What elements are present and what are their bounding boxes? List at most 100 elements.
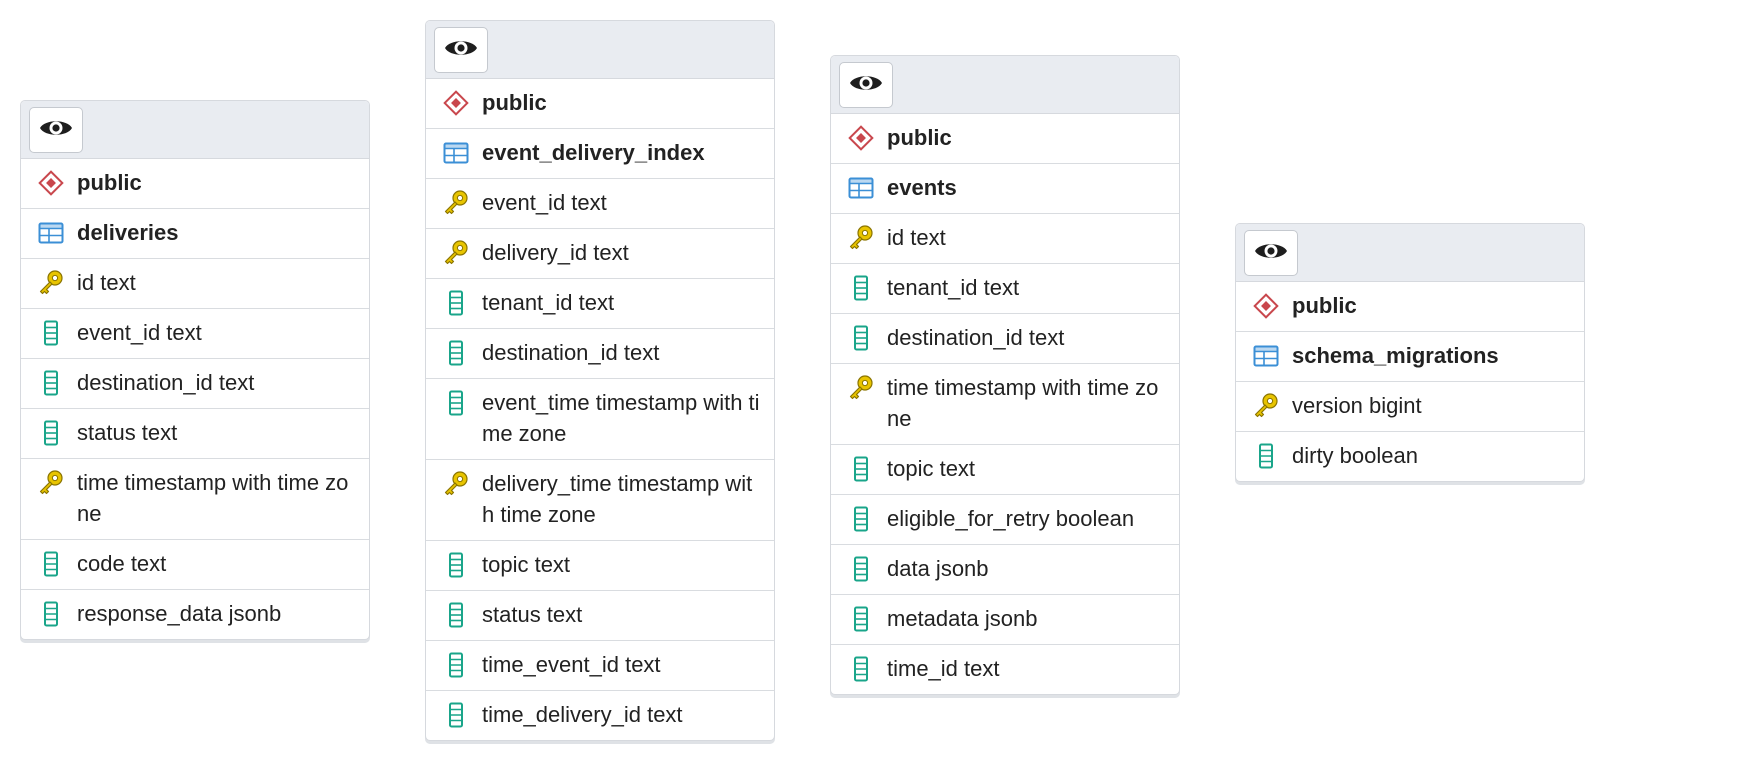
column-row[interactable]: metadata jsonb	[831, 595, 1179, 645]
column-row[interactable]: eligible_for_retry boolean	[831, 495, 1179, 545]
column-row[interactable]: code text	[21, 540, 369, 590]
column-row-label: topic text	[482, 552, 571, 577]
column-row[interactable]: event_id text	[21, 309, 369, 359]
table-node-header	[21, 101, 369, 159]
table-icon	[442, 139, 470, 167]
column-row-label: event_time timestamp with time zone	[482, 390, 760, 446]
table-icon	[37, 219, 65, 247]
column-row-label: time timestamp with time zone	[887, 375, 1159, 431]
column-icon	[442, 289, 470, 317]
table-name-row-label: event_delivery_index	[482, 140, 705, 165]
column-row[interactable]: response_data jsonb	[21, 590, 369, 639]
column-row-label: delivery_id text	[482, 240, 629, 265]
column-row[interactable]: time timestamp with time zone	[831, 364, 1179, 445]
table-icon	[1252, 342, 1280, 370]
eye-icon	[849, 72, 883, 99]
table-name-row-label: deliveries	[77, 220, 179, 245]
key-icon	[847, 374, 875, 402]
column-icon	[37, 319, 65, 347]
column-row[interactable]: status text	[21, 409, 369, 459]
column-row-label: data jsonb	[887, 556, 989, 581]
column-row[interactable]: time_delivery_id text	[426, 691, 774, 740]
column-row[interactable]: event_time timestamp with time zone	[426, 379, 774, 460]
eye-icon	[39, 117, 73, 144]
schema-icon	[37, 169, 65, 197]
column-icon	[37, 600, 65, 628]
column-row-label: event_id text	[482, 190, 607, 215]
eye-icon	[1254, 240, 1288, 267]
schema-row-label: public	[482, 90, 547, 115]
schema-row[interactable]: public	[831, 114, 1179, 164]
column-row-label: time_id text	[887, 656, 1000, 681]
column-row[interactable]: id text	[831, 214, 1179, 264]
table-name-row[interactable]: deliveries	[21, 209, 369, 259]
column-row[interactable]: time_id text	[831, 645, 1179, 694]
key-icon	[442, 189, 470, 217]
schema-row[interactable]: public	[426, 79, 774, 129]
column-row[interactable]: destination_id text	[831, 314, 1179, 364]
column-icon	[37, 369, 65, 397]
schema-icon	[442, 89, 470, 117]
column-row[interactable]: time timestamp with time zone	[21, 459, 369, 540]
column-row[interactable]: topic text	[426, 541, 774, 591]
column-row[interactable]: delivery_id text	[426, 229, 774, 279]
column-row[interactable]: status text	[426, 591, 774, 641]
column-icon	[37, 419, 65, 447]
table-name-row[interactable]: events	[831, 164, 1179, 214]
schema-row[interactable]: public	[21, 159, 369, 209]
toggle-visibility-button[interactable]	[434, 27, 488, 73]
column-row[interactable]: destination_id text	[426, 329, 774, 379]
column-row-label: destination_id text	[482, 340, 660, 365]
column-row[interactable]: event_id text	[426, 179, 774, 229]
column-row[interactable]: time_event_id text	[426, 641, 774, 691]
table-node-header	[426, 21, 774, 79]
column-row-label: eligible_for_retry boolean	[887, 506, 1135, 531]
column-row-label: response_data jsonb	[77, 601, 282, 626]
column-icon	[847, 505, 875, 533]
key-icon	[37, 469, 65, 497]
column-icon	[847, 455, 875, 483]
column-row[interactable]: version bigint	[1236, 382, 1584, 432]
toggle-visibility-button[interactable]	[29, 107, 83, 153]
column-icon	[1252, 442, 1280, 470]
key-icon	[847, 224, 875, 252]
eye-icon	[444, 37, 478, 64]
column-icon	[442, 339, 470, 367]
column-row-label: event_id text	[77, 320, 202, 345]
column-row-label: destination_id text	[77, 370, 255, 395]
column-row[interactable]: topic text	[831, 445, 1179, 495]
column-row-label: tenant_id text	[887, 275, 1020, 300]
table-node-deliveries[interactable]: public deliveries id text event_id text dest…	[20, 100, 370, 640]
column-icon	[847, 655, 875, 683]
column-row-label: status text	[77, 420, 178, 445]
column-row-label: delivery_time timestamp with time zone	[482, 471, 753, 527]
column-row[interactable]: delivery_time timestamp with time zone	[426, 460, 774, 541]
column-row[interactable]: dirty boolean	[1236, 432, 1584, 481]
table-node-header	[831, 56, 1179, 114]
column-row-label: metadata jsonb	[887, 606, 1038, 631]
column-row[interactable]: data jsonb	[831, 545, 1179, 595]
table-icon	[847, 174, 875, 202]
column-row[interactable]: destination_id text	[21, 359, 369, 409]
column-icon	[847, 605, 875, 633]
table-name-row[interactable]: event_delivery_index	[426, 129, 774, 179]
column-row-label: status text	[482, 602, 583, 627]
column-icon	[442, 389, 470, 417]
table-name-row[interactable]: schema_migrations	[1236, 332, 1584, 382]
table-name-row-label: schema_migrations	[1292, 343, 1499, 368]
column-row-label: time_event_id text	[482, 652, 661, 677]
toggle-visibility-button[interactable]	[1244, 230, 1298, 276]
column-row[interactable]: tenant_id text	[426, 279, 774, 329]
key-icon	[1252, 392, 1280, 420]
toggle-visibility-button[interactable]	[839, 62, 893, 108]
table-node-header	[1236, 224, 1584, 282]
column-row[interactable]: id text	[21, 259, 369, 309]
schema-row[interactable]: public	[1236, 282, 1584, 332]
schema-icon	[847, 124, 875, 152]
column-row[interactable]: tenant_id text	[831, 264, 1179, 314]
key-icon	[442, 470, 470, 498]
column-icon	[442, 701, 470, 729]
table-node-event-delivery-index[interactable]: public event_delivery_index event_id text d…	[425, 20, 775, 741]
